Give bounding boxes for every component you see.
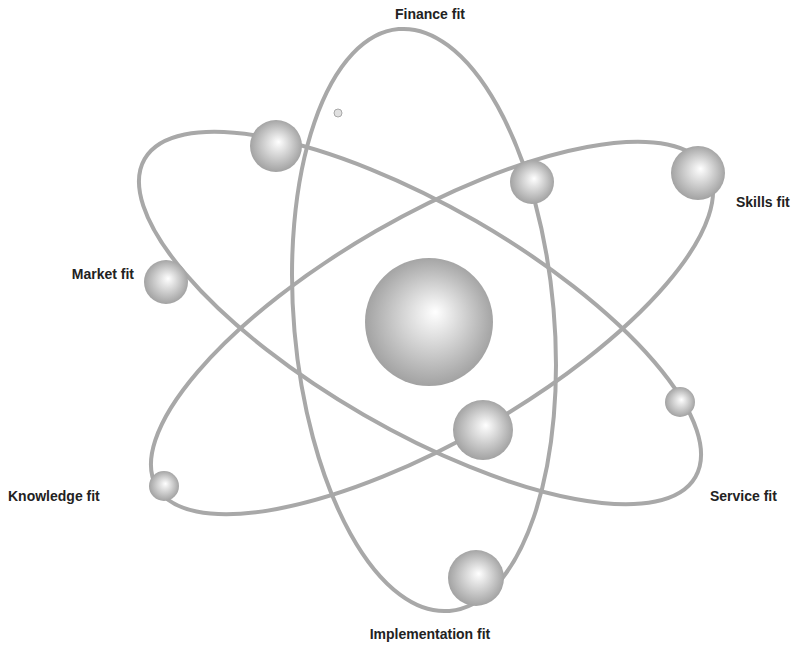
electron: [510, 160, 554, 204]
electron: [149, 471, 179, 501]
electron: [144, 260, 188, 304]
orbit-label: Market fit: [70, 266, 136, 283]
orbit-vertical: [269, 18, 579, 622]
orbit-label: Skills fit: [734, 194, 792, 211]
electron: [453, 400, 513, 460]
orbit-ascending: [101, 72, 764, 584]
orbit-label: Implementation fit: [368, 626, 493, 643]
electron: [671, 146, 725, 200]
small-particle: [334, 109, 342, 117]
nucleus: [365, 258, 493, 386]
orbit-label: Knowledge fit: [6, 488, 102, 505]
orbit-label: Finance fit: [393, 6, 467, 23]
orbit-label: Service fit: [708, 488, 779, 505]
orbits: [89, 18, 764, 622]
electron: [250, 120, 302, 172]
electron: [448, 550, 504, 606]
particles: [144, 109, 725, 606]
orbit-descending: [89, 62, 752, 574]
electron: [665, 387, 695, 417]
